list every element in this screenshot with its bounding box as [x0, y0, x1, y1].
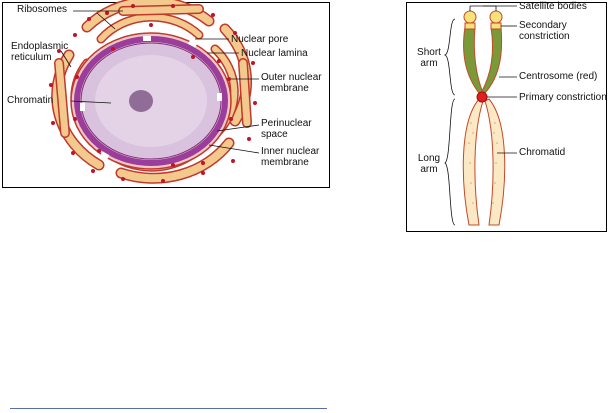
short-arm [463, 26, 503, 94]
label-outer-nuclear-membrane-line2: membrane [261, 83, 309, 94]
label-long-arm-line2: arm [420, 164, 438, 175]
label-perinuclear-space-line2: space [261, 129, 288, 140]
label-secondary-constriction-line1: Secondary [519, 20, 567, 31]
label-inner-nuclear-membrane-line1: Inner nuclear [261, 146, 320, 157]
nucleus-diagram-panel: Ribosomes Endoplasmic reticulum Chromati… [2, 0, 330, 188]
chromatid-dots [468, 122, 498, 204]
label-perinuclear-space-line1: Perinuclear [261, 118, 312, 129]
label-short-arm-line1: Short [417, 47, 441, 58]
nuclear-pores [80, 36, 222, 160]
label-nuclear-lamina: Nuclear lamina [241, 48, 308, 59]
label-endoplasmic-reticulum-line2: reticulum [11, 52, 52, 63]
label-secondary-constriction-line2: constriction [519, 31, 570, 42]
chromosome-illustration [443, 5, 517, 226]
label-satellite-bodies: Satellite bodies [519, 1, 587, 12]
label-short-arm-line2: arm [420, 58, 438, 69]
chromosome-diagram-panel: Satellite bodies Secondary constriction … [406, 1, 607, 232]
label-chromatin: Chromatin [7, 95, 54, 106]
secondary-constriction [464, 22, 502, 30]
nucleus-illustration [49, 0, 260, 184]
label-ribosomes: Ribosomes [17, 4, 68, 15]
label-chromatid: Chromatid [519, 147, 566, 158]
arm-braces [443, 18, 456, 226]
nucleolus [129, 90, 153, 112]
long-arm [462, 98, 506, 226]
label-endoplasmic-reticulum-line1: Endoplasmic [11, 41, 69, 52]
label-primary-constriction: Primary constriction [519, 92, 607, 103]
label-inner-nuclear-membrane-line2: membrane [261, 157, 309, 168]
centromere [476, 91, 488, 103]
label-long-arm-line1: Long [417, 153, 441, 164]
ribosomes [49, 4, 257, 183]
label-nuclear-pore: Nuclear pore [231, 34, 289, 45]
bottom-divider [10, 408, 327, 409]
satellite-bodies [463, 10, 503, 24]
label-centrosome: Centrosome (red) [519, 71, 598, 82]
chromosome-leader-lines [469, 5, 517, 154]
label-outer-nuclear-membrane-line1: Outer nuclear [261, 72, 322, 83]
leader-lines [60, 10, 260, 154]
